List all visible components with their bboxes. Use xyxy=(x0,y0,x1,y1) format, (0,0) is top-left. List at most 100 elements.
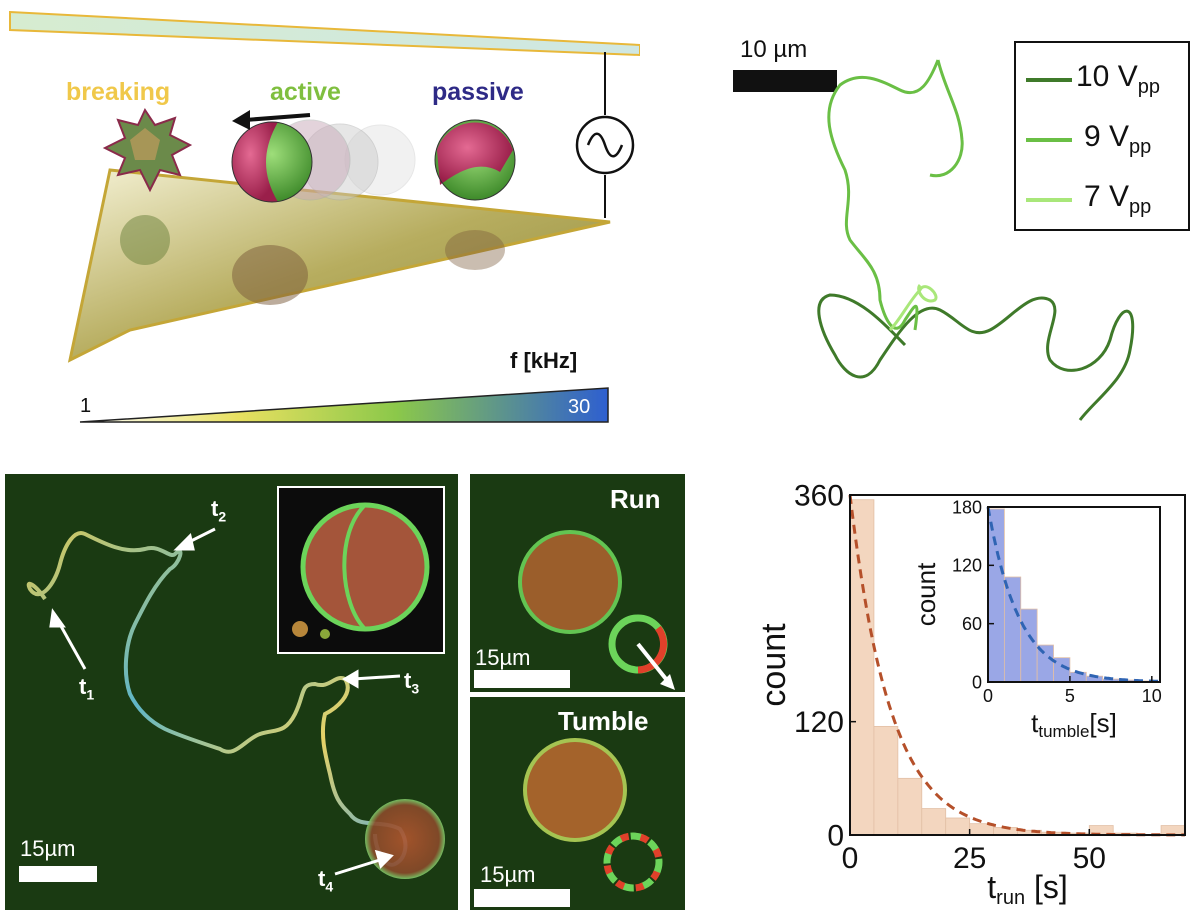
inset-x-axis-label: ttumble[s] xyxy=(1031,708,1117,741)
tumble-scale-label: 15µm xyxy=(480,862,536,887)
run-scale-label: 15µm xyxy=(475,645,531,670)
time-letter: t xyxy=(404,668,412,693)
inset-x-label-subscript: tumble xyxy=(1038,722,1089,741)
time-label-t1: t1 xyxy=(79,674,94,702)
inset-y-tick-label: 60 xyxy=(962,614,982,634)
main-bar xyxy=(873,725,899,836)
microscopy-trajectory-panel xyxy=(5,474,458,910)
main-y-tick-label: 120 xyxy=(794,706,844,739)
breaking-label: breaking xyxy=(66,78,171,106)
trajectory-7vpp xyxy=(888,283,938,332)
scale-bar xyxy=(474,889,570,907)
legend-entry-7vpp: 7 Vpp xyxy=(1084,180,1151,219)
inset-x-tick-label: 5 xyxy=(1065,686,1075,706)
reflection xyxy=(445,230,505,270)
inset-x-tick-label: 0 xyxy=(983,686,993,706)
motion-arrow-icon xyxy=(232,110,311,130)
legend-entry-10vpp: 10 Vpp xyxy=(1076,60,1160,99)
main-y-tick-label: 0 xyxy=(827,820,844,853)
main-y-tick-label: 360 xyxy=(794,480,844,513)
orientation-indicator-icon xyxy=(603,832,663,892)
main-y-axis-label: count xyxy=(755,623,793,707)
legend-subscript: pp xyxy=(1129,136,1152,158)
legend-entry-9vpp: 9 Vpp xyxy=(1084,120,1151,159)
frequency-max-label: 30 xyxy=(568,396,591,418)
main-x-tick-label: 0 xyxy=(842,842,859,875)
trajectory-9vpp xyxy=(827,59,964,331)
tumble-time-inset: 0 5 10 0 60 120 180 count ttumble[s] xyxy=(911,497,1162,741)
main-bar xyxy=(897,777,923,836)
orientation-indicator-icon xyxy=(608,614,675,690)
frequency-axis-label: f [kHz] xyxy=(510,348,578,373)
trajectory-10vpp xyxy=(817,293,1135,421)
panel-c-scale-label: 15µm xyxy=(20,836,76,861)
frequency-gradient-bar xyxy=(79,387,609,423)
scale-bar xyxy=(19,866,97,882)
time-subscript: 4 xyxy=(325,878,334,895)
main-bar xyxy=(945,817,971,836)
main-x-tick-label: 25 xyxy=(953,842,986,875)
tumble-label: Tumble xyxy=(558,706,649,736)
inset-x-label-letter: t xyxy=(1031,708,1039,738)
scale-bar xyxy=(733,70,837,92)
inset-bar xyxy=(1003,576,1022,683)
time-label-t2: t2 xyxy=(211,496,226,524)
main-bar xyxy=(849,499,875,836)
x-label-subscript: run xyxy=(996,887,1025,909)
main-x-axis-label: trun [s] xyxy=(987,869,1067,909)
legend-value: 7 V xyxy=(1084,180,1130,213)
time-subscript: 3 xyxy=(411,680,420,697)
frequency-min-label: 1 xyxy=(80,395,92,417)
run-image-panel xyxy=(470,474,685,692)
passive-label: passive xyxy=(432,78,524,106)
time-letter: t xyxy=(211,496,219,521)
main-axes-frame xyxy=(849,494,1186,836)
time-marker-arrows xyxy=(49,527,401,876)
legend-subscript: pp xyxy=(1129,196,1152,218)
run-label: Run xyxy=(610,484,661,514)
inset-bar xyxy=(1020,608,1038,683)
inset-y-tick-label: 120 xyxy=(952,556,982,576)
particle-trajectory xyxy=(26,531,408,867)
x-label-letter: t xyxy=(987,869,996,905)
active-label: active xyxy=(270,78,341,106)
bottom-electrode xyxy=(67,168,611,363)
inset-y-tick-label: 180 xyxy=(952,497,982,517)
final-position-sphere xyxy=(365,799,445,879)
inset-x-tick-label: 10 xyxy=(1142,686,1162,706)
scale-bar xyxy=(474,670,570,688)
run-sphere xyxy=(518,530,622,634)
top-electrode xyxy=(9,10,640,57)
tumble-sphere xyxy=(523,738,627,842)
tumble-image-panel xyxy=(470,697,685,910)
active-janus-sphere-icon xyxy=(231,121,313,203)
trajectory-panel xyxy=(733,41,1190,421)
legend-value: 9 V xyxy=(1084,120,1130,153)
scale-bar-label: 10 µm xyxy=(740,36,808,63)
inset-y-tick-label: 0 xyxy=(972,672,982,692)
ac-source-icon xyxy=(575,115,635,175)
time-subscript: 2 xyxy=(218,508,227,525)
reflection xyxy=(120,215,170,265)
time-label-t4: t4 xyxy=(318,866,333,894)
x-label-unit: [s] xyxy=(1025,869,1068,905)
schematic-panel xyxy=(9,10,640,423)
passive-janus-sphere-icon xyxy=(434,119,516,201)
legend-value: 10 V xyxy=(1076,60,1138,93)
inset-y-axis-label: count xyxy=(911,562,941,626)
breaking-particle-icon xyxy=(102,107,193,193)
main-bar xyxy=(921,808,947,836)
inset-sphere-image xyxy=(277,486,445,654)
legend-subscript: pp xyxy=(1137,76,1160,98)
inset-x-label-unit: [s] xyxy=(1089,708,1116,738)
time-letter: t xyxy=(318,866,326,891)
inset-axes-frame xyxy=(987,506,1161,683)
reflection xyxy=(232,245,308,305)
main-x-tick-label: 50 xyxy=(1073,842,1106,875)
time-letter: t xyxy=(79,674,87,699)
inset-bar xyxy=(987,508,1005,683)
time-subscript: 1 xyxy=(86,686,95,703)
time-label-t3: t3 xyxy=(404,668,419,696)
inset-fit-curve xyxy=(986,506,1160,683)
